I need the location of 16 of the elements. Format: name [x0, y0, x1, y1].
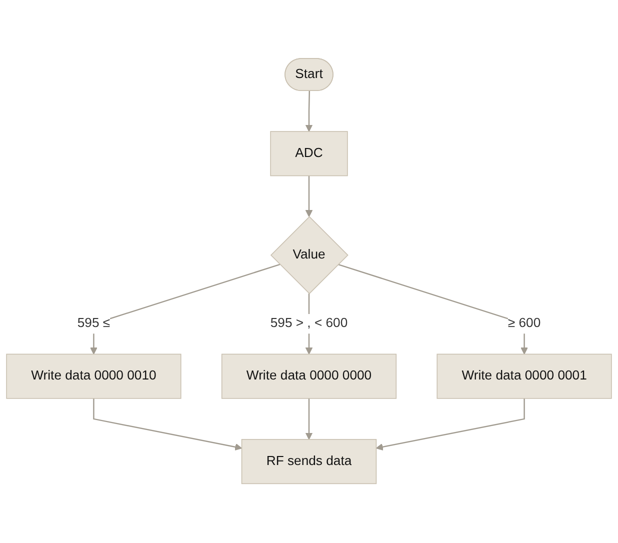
arrow — [90, 264, 280, 355]
arrow — [93, 398, 242, 451]
node-diamond: Value — [270, 216, 348, 294]
node-box: RF sends data — [241, 439, 377, 484]
node-box: Write data 0000 0010 — [6, 354, 182, 400]
node-box: Write data 0000 0000 — [221, 354, 397, 400]
arrow — [305, 91, 313, 132]
edge-label: 595 > , < 600 — [270, 316, 348, 331]
arrow — [376, 398, 525, 451]
node-box: Write data 0000 0001 — [436, 354, 612, 400]
arrow — [305, 398, 313, 440]
node-box: ADC — [270, 131, 348, 177]
arrow — [305, 176, 313, 218]
edge-label: 595 ≤ — [77, 316, 110, 331]
arrow — [338, 264, 528, 355]
edge-label: ≥ 600 — [508, 316, 541, 331]
